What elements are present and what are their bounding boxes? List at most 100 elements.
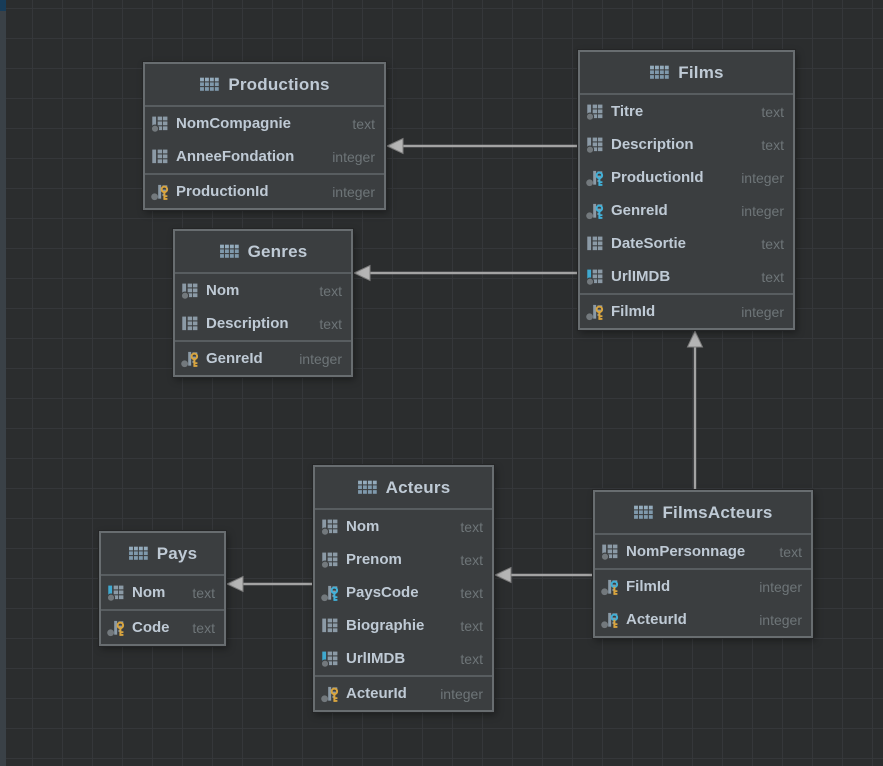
table-title: Pays — [156, 543, 198, 563]
column-nullable-icon — [151, 116, 168, 133]
table-header[interactable]: Pays — [101, 533, 224, 576]
table-grid-icon — [219, 244, 239, 258]
table-key-columns: FilmId integer — [580, 293, 793, 328]
table-title: Films — [678, 62, 724, 82]
column-type: integer — [741, 169, 784, 186]
column-row-nom[interactable]: Nom text — [101, 576, 224, 609]
table-grid-icon — [200, 77, 220, 91]
table-pays[interactable]: Pays Nom text — [99, 531, 226, 646]
column-row-payscode[interactable]: PaysCode text — [315, 576, 492, 609]
column-name: FilmId — [626, 578, 671, 595]
column-nullable-icon — [586, 104, 603, 121]
column-name: AnneeFondation — [176, 148, 295, 165]
table-title: Genres — [247, 241, 308, 261]
table-columns: NomCompagnie text AnneeFondation integer — [145, 107, 384, 173]
table-productions[interactable]: Productions NomCompagnie text AnneeFonda… — [143, 62, 386, 210]
column-name: Biographie — [346, 617, 425, 634]
column-type: text — [460, 551, 483, 568]
column-name: NomCompagnie — [176, 115, 292, 132]
table-title: Acteurs — [385, 477, 451, 497]
column-name: Nom — [346, 518, 380, 535]
column-name: ProductionId — [176, 183, 269, 200]
column-row-filmid[interactable]: FilmId integer — [580, 295, 793, 328]
column-row-acteurid[interactable]: ActeurId integer — [315, 677, 492, 710]
column-type: integer — [332, 148, 375, 165]
foreign-key-icon — [321, 585, 339, 601]
table-genres[interactable]: Genres Nom text Description text — [173, 229, 353, 377]
column-row-biographie[interactable]: Biographie text — [315, 609, 492, 642]
relationship-arrow-acteurs-to-pays[interactable] — [225, 575, 313, 593]
table-grid-icon — [650, 65, 670, 79]
column-row-prenom[interactable]: Prenom text — [315, 543, 492, 576]
column-type: text — [319, 315, 342, 332]
primary-key-icon — [107, 620, 125, 636]
column-type: integer — [759, 611, 802, 628]
column-nullable-icon — [586, 137, 603, 154]
table-header[interactable]: Genres — [175, 231, 351, 274]
primary-foreign-key-icon — [601, 579, 619, 595]
corner-accent — [0, 0, 6, 11]
column-name: GenreId — [206, 350, 263, 367]
table-key-columns: GenreId integer — [175, 340, 351, 375]
table-title: FilmsActeurs — [662, 502, 773, 522]
table-header[interactable]: Productions — [145, 64, 384, 107]
table-filmsacteurs[interactable]: FilmsActeurs NomPersonnage text — [593, 490, 813, 638]
column-row-productionid[interactable]: ProductionId integer — [580, 161, 793, 194]
table-films[interactable]: Films Titre text Description text — [578, 50, 795, 330]
primary-foreign-key-icon — [601, 612, 619, 628]
column-row-datesortie[interactable]: DateSortie text — [580, 227, 793, 260]
panel-edge-strip — [0, 0, 6, 766]
column-type: text — [460, 617, 483, 634]
column-row-productionid[interactable]: ProductionId integer — [145, 175, 384, 208]
column-row-filmid[interactable]: FilmId integer — [595, 570, 811, 603]
column-row-nom[interactable]: Nom text — [175, 274, 351, 307]
column-type: text — [779, 543, 802, 560]
relationship-arrow-films-to-productions[interactable] — [385, 137, 578, 155]
column-name: FilmId — [611, 303, 656, 320]
column-row-genreid[interactable]: GenreId integer — [580, 194, 793, 227]
table-grid-icon — [128, 546, 148, 560]
table-columns: Titre text Description text — [580, 95, 793, 293]
column-row-anneefondation[interactable]: AnneeFondation integer — [145, 140, 384, 173]
table-key-columns: Code text — [101, 609, 224, 644]
column-row-acteurid[interactable]: ActeurId integer — [595, 603, 811, 636]
column-type: integer — [741, 202, 784, 219]
column-type: integer — [440, 685, 483, 702]
column-icon — [152, 149, 168, 163]
column-row-nom[interactable]: Nom text — [315, 510, 492, 543]
column-row-description[interactable]: Description text — [175, 307, 351, 340]
column-name: DateSortie — [611, 235, 687, 252]
column-nullable-icon — [601, 544, 618, 561]
table-header[interactable]: Acteurs — [315, 467, 492, 510]
column-type: integer — [332, 183, 375, 200]
relationship-arrow-filmsacteurs-to-films[interactable] — [686, 329, 704, 490]
column-row-nomcompagnie[interactable]: NomCompagnie text — [145, 107, 384, 140]
column-type: integer — [741, 303, 784, 320]
column-row-nompersonnage[interactable]: NomPersonnage text — [595, 535, 811, 568]
column-name: UrlIMDB — [611, 268, 671, 285]
primary-key-icon — [151, 184, 169, 200]
column-type: text — [761, 103, 784, 120]
column-type: text — [319, 282, 342, 299]
column-row-genreid[interactable]: GenreId integer — [175, 342, 351, 375]
column-nullable-icon — [321, 552, 338, 569]
relationship-arrow-filmsacteurs-to-acteurs[interactable] — [493, 566, 593, 584]
column-indexed-icon — [321, 651, 338, 668]
table-columns: Nom text — [101, 576, 224, 609]
column-indexed-icon — [586, 269, 603, 286]
table-grid-icon — [634, 505, 654, 519]
table-header[interactable]: FilmsActeurs — [595, 492, 811, 535]
foreign-key-icon — [586, 170, 604, 186]
column-name: Description — [206, 315, 289, 332]
table-acteurs[interactable]: Acteurs Nom text Prenom text — [313, 465, 494, 712]
column-name: Titre — [611, 103, 644, 120]
relationship-arrow-films-to-genres[interactable] — [352, 264, 578, 282]
column-row-titre[interactable]: Titre text — [580, 95, 793, 128]
column-type: text — [761, 235, 784, 252]
column-row-urlimdb[interactable]: UrlIMDB text — [580, 260, 793, 293]
column-row-description[interactable]: Description text — [580, 128, 793, 161]
column-row-code[interactable]: Code text — [101, 611, 224, 644]
table-header[interactable]: Films — [580, 52, 793, 95]
column-row-urlimdb[interactable]: UrlIMDB text — [315, 642, 492, 675]
